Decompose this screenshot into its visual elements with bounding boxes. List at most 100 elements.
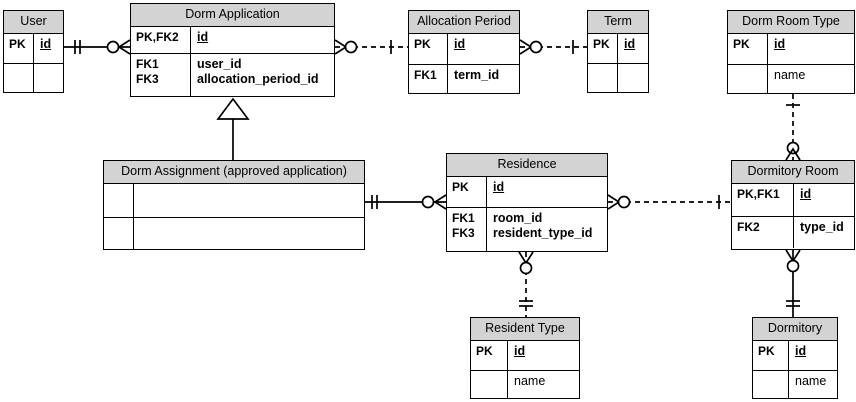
key-column: FK1 bbox=[409, 65, 448, 94]
key-label: FK1 bbox=[414, 68, 437, 82]
connector-dorm-application-to-allocation-period bbox=[334, 39, 408, 55]
attribute-primary-key: id bbox=[795, 344, 807, 358]
attribute-field: name bbox=[795, 374, 827, 388]
key-label: PK,FK2 bbox=[136, 30, 179, 44]
entity-dorm-assignment[interactable]: Dorm Assignment (approved application) bbox=[103, 160, 365, 250]
entity-row: PK id bbox=[409, 34, 519, 64]
key-label: PK bbox=[452, 180, 469, 194]
entity-title-dorm-room-type: Dorm Room Type bbox=[728, 11, 854, 34]
key-column: PK,FK1 bbox=[732, 184, 794, 216]
key-label: PK bbox=[9, 37, 26, 51]
entity-row bbox=[104, 217, 364, 250]
key-label: FK2 bbox=[737, 220, 760, 234]
key-column bbox=[588, 64, 618, 92]
attribute-column: id bbox=[191, 27, 334, 53]
connector-residence-to-dormitory-room bbox=[607, 194, 731, 210]
attribute-primary-key: id bbox=[800, 187, 812, 201]
key-label: PK bbox=[758, 344, 775, 358]
key-column: PK,FK2 bbox=[131, 27, 191, 53]
entity-row: PK id bbox=[447, 177, 607, 207]
key-column bbox=[4, 64, 34, 92]
entity-title-dormitory-room: Dormitory Room bbox=[732, 161, 854, 184]
attribute-column: id bbox=[448, 34, 519, 64]
key-label bbox=[758, 374, 784, 389]
key-label bbox=[109, 187, 129, 202]
entity-row: name bbox=[753, 370, 837, 399]
entity-title-allocation-period: Allocation Period bbox=[409, 11, 519, 34]
attribute-foreign-key: term_id bbox=[454, 68, 500, 82]
attribute-field: name bbox=[514, 374, 546, 388]
key-column: FK2 bbox=[732, 217, 794, 248]
key-column bbox=[104, 184, 134, 217]
key-label: PK bbox=[593, 37, 610, 51]
key-label bbox=[109, 221, 129, 236]
connector-dormitory-room-to-dormitory bbox=[785, 249, 801, 317]
entity-row: PK id bbox=[753, 341, 837, 370]
entity-row: PK id bbox=[471, 341, 579, 370]
attribute-primary-key: id bbox=[454, 37, 466, 51]
connector-dorm-room-type-to-dormitory-room bbox=[785, 94, 801, 161]
entity-row bbox=[4, 63, 63, 92]
key-label bbox=[733, 68, 763, 83]
attribute-field bbox=[624, 67, 644, 82]
key-label: FK3 bbox=[136, 72, 159, 86]
attribute-column bbox=[34, 64, 63, 92]
connector-dorm-assignment-to-residence bbox=[365, 194, 447, 210]
entity-row: PK,FK1 id bbox=[732, 184, 854, 216]
entity-row bbox=[104, 184, 364, 217]
key-column: PK bbox=[588, 34, 618, 63]
entity-row: PK,FK2 id bbox=[131, 27, 334, 53]
attribute-field bbox=[140, 221, 360, 236]
key-label: FK1 bbox=[136, 57, 159, 71]
key-label: PK bbox=[733, 37, 750, 51]
key-label bbox=[593, 67, 613, 82]
attribute-field bbox=[140, 187, 360, 202]
entity-row: PK id bbox=[728, 34, 854, 64]
attribute-column: name bbox=[768, 65, 854, 94]
attribute-column bbox=[134, 184, 364, 217]
key-column bbox=[753, 371, 789, 399]
key-label bbox=[9, 67, 29, 82]
entity-title-dorm-application: Dorm Application bbox=[131, 4, 334, 27]
key-label: PK,FK1 bbox=[737, 187, 780, 201]
attribute-column bbox=[618, 64, 648, 92]
attribute-primary-key: id bbox=[493, 180, 505, 194]
entity-row: PK id bbox=[588, 34, 648, 63]
attribute-foreign-key: resident_type_id bbox=[493, 226, 593, 240]
attribute-foreign-key: user_id bbox=[197, 57, 242, 71]
attribute-column: id bbox=[487, 177, 607, 207]
attribute-column: id bbox=[618, 34, 648, 63]
attribute-primary-key: id bbox=[514, 344, 526, 358]
connector-user-to-dorm-application bbox=[64, 39, 131, 55]
key-label: PK bbox=[414, 37, 431, 51]
key-column: PK bbox=[471, 341, 508, 370]
attribute-foreign-key: room_id bbox=[493, 211, 543, 225]
attribute-foreign-key: allocation_period_id bbox=[197, 72, 319, 86]
key-column: PK bbox=[753, 341, 789, 370]
attribute-column: id bbox=[34, 34, 63, 63]
entity-row: PK id bbox=[4, 34, 63, 63]
attribute-column bbox=[134, 218, 364, 250]
connector-residence-to-resident-type bbox=[518, 251, 534, 317]
key-label bbox=[476, 374, 503, 389]
attribute-primary-key: id bbox=[197, 30, 209, 44]
attribute-column: id bbox=[768, 34, 854, 64]
attribute-column: name bbox=[789, 371, 837, 399]
key-column: PK bbox=[447, 177, 487, 207]
entity-title-residence: Residence bbox=[447, 154, 607, 177]
entity-title-resident-type: Resident Type bbox=[471, 318, 579, 341]
